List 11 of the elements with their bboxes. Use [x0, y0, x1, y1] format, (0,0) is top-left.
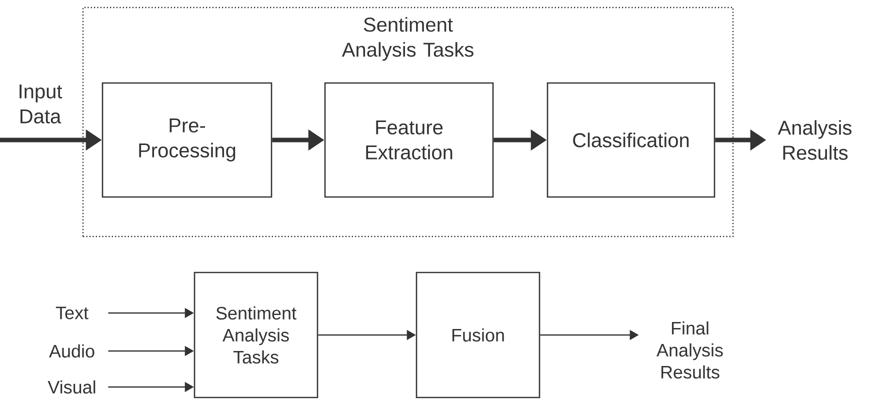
node-label: Input Data: [20, 84, 62, 124]
process-box: Fusion: [416, 272, 540, 398]
process-box: Sentiment Analysis Tasks: [194, 272, 318, 398]
node-label: Audio: [49, 344, 94, 358]
process-box: Feature Extraction: [324, 82, 494, 198]
node-label: Visual: [48, 380, 96, 394]
node-label: Text: [56, 306, 88, 320]
process-box: Classification: [546, 82, 716, 198]
process-box: Pre-Processing: [102, 82, 272, 198]
node-label: Analysis Results: [778, 120, 852, 160]
node-label: Final Analysis Results: [656, 321, 723, 379]
